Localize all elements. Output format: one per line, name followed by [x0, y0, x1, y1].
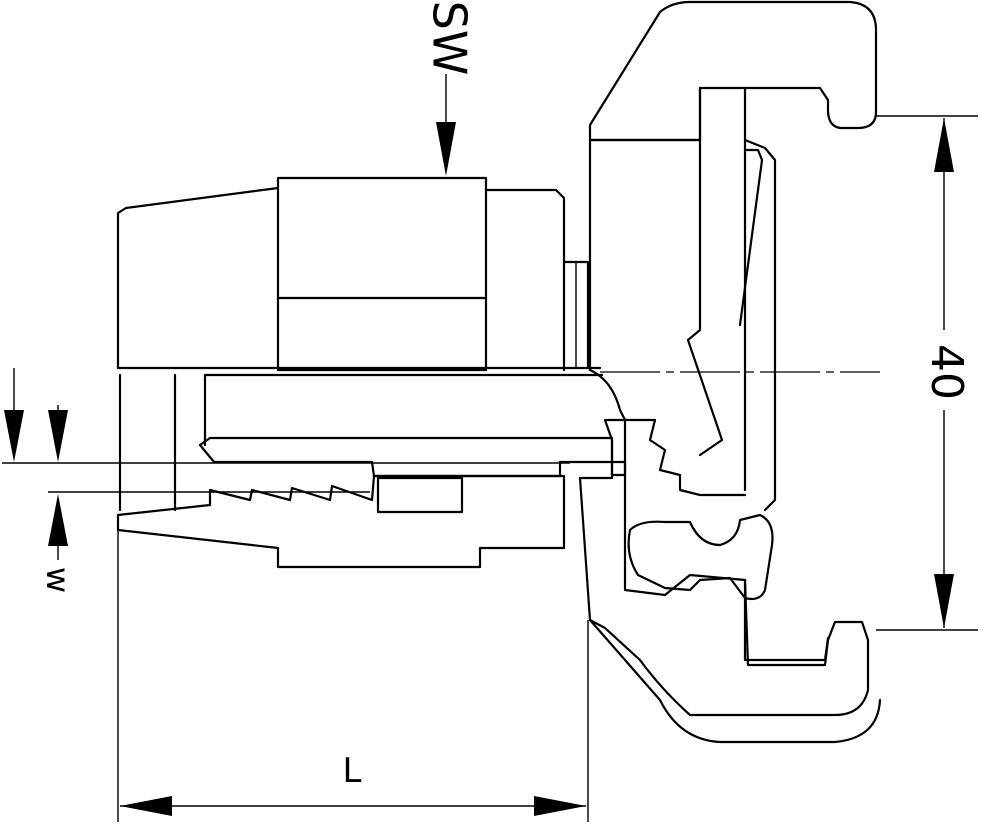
- threaded-tail-section: [116, 436, 614, 569]
- length-dimension: [117, 530, 589, 822]
- seal-ring: [627, 513, 774, 601]
- diameter-dimension: [876, 115, 978, 631]
- hex-nut-body: [116, 176, 602, 372]
- claw-head: [578, 0, 882, 744]
- wall-dimension: [2, 368, 118, 560]
- bore-lines: [118, 373, 604, 512]
- length-label: L: [343, 751, 362, 791]
- sw-label: SW: [423, 1, 477, 76]
- diameter-label: 40: [921, 344, 972, 400]
- wall-label: w: [39, 567, 77, 593]
- sw-dimension: [436, 74, 456, 176]
